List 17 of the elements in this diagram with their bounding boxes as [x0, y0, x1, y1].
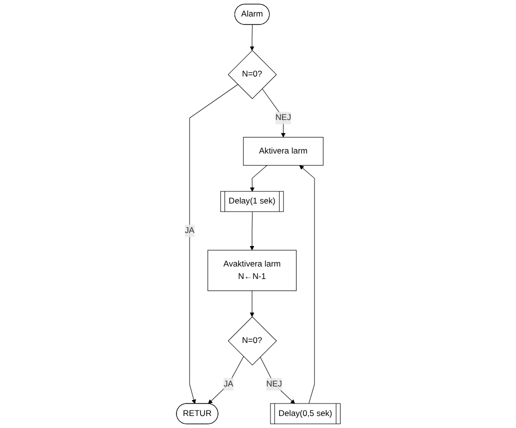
arrow — [298, 165, 314, 404]
arrow — [260, 356, 295, 404]
arrow — [249, 290, 254, 317]
arrow — [249, 212, 254, 250]
arrow — [250, 165, 267, 192]
arrow — [249, 24, 254, 51]
node-box: Avaktivera larm N←N-1 — [207, 250, 296, 292]
edge-label: JA — [184, 226, 194, 236]
arrow — [188, 84, 238, 404]
arrow — [262, 88, 286, 138]
node-diamond: N=0? — [227, 50, 276, 100]
arrow — [208, 356, 244, 404]
node-box: Aktivera larm — [242, 136, 324, 166]
edge-label: NEJ — [275, 113, 291, 122]
edge-label: NEJ — [266, 380, 282, 388]
node-diamond: N=0? — [227, 316, 276, 366]
edge-label: JA — [223, 380, 233, 388]
